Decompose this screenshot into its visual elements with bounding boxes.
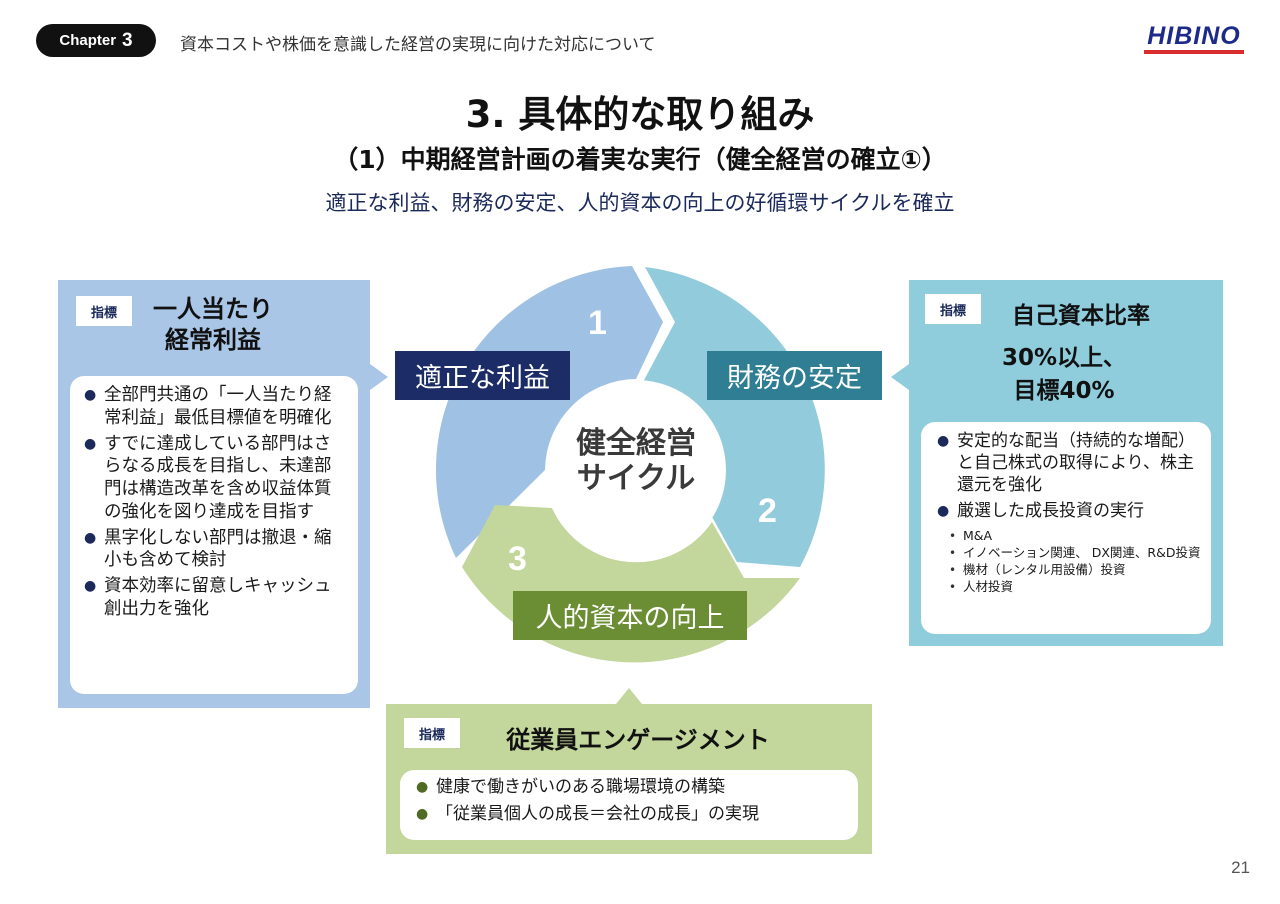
company-logo: HIBINO bbox=[1142, 22, 1246, 58]
right-panel-card: 安定的な配当（持続的な増配）と自己株式の取得により、株主還元を強化 厳選した成長… bbox=[921, 422, 1211, 634]
bottom-panel-title: 従業員エンゲージメント bbox=[506, 726, 770, 754]
bottom-bullet-list: 健康で働きがいのある職場環境の構築 「従業員個人の成長＝会社の成長」の実現 bbox=[416, 776, 846, 825]
cycle-number-3: 3 bbox=[508, 540, 527, 578]
left-panel: 指標 一人当たり 経常利益 全部門共通の「一人当たり経常利益」最低目標値を明確化… bbox=[58, 280, 370, 708]
left-bullet: 資本効率に留意しキャッシュ創出力を強化 bbox=[84, 575, 348, 621]
right-panel-title: 自己資本比率 bbox=[1012, 303, 1150, 329]
bottom-panel-pointer bbox=[616, 688, 642, 704]
bottom-indicator-badge: 指標 bbox=[404, 718, 460, 748]
left-panel-title: 一人当たり 経常利益 bbox=[128, 294, 298, 356]
cycle-center-text: 健全経営 サイクル bbox=[556, 426, 716, 497]
right-panel: 指標 自己資本比率 30%以上、 目標40% 安定的な配当（持続的な増配）と自己… bbox=[909, 280, 1223, 646]
cycle-segment-2 bbox=[643, 267, 825, 567]
cycle-segment-1 bbox=[435, 266, 663, 558]
right-sub-bullet: イノベーション関連、 DX関連、R&D投資 bbox=[945, 545, 1201, 562]
right-indicator-badge: 指標 bbox=[925, 294, 981, 324]
label-financial-stability: 財務の安定 bbox=[707, 351, 882, 400]
center-line-2: サイクル bbox=[576, 461, 696, 497]
cycle-center bbox=[546, 380, 726, 560]
chapter-word: Chapter bbox=[59, 32, 117, 49]
left-title-line-1: 一人当たり bbox=[153, 295, 273, 323]
cycle-number-2: 2 bbox=[758, 492, 777, 530]
right-bullet-list: 安定的な配当（持続的な増配）と自己株式の取得により、株主還元を強化 厳選した成長… bbox=[937, 430, 1201, 522]
logo-text: HIBINO bbox=[1147, 22, 1241, 50]
right-bullet: 厳選した成長投資の実行 bbox=[937, 500, 1201, 522]
right-panel-pointer bbox=[891, 364, 909, 390]
bottom-panel-card: 健康で働きがいのある職場環境の構築 「従業員個人の成長＝会社の成長」の実現 bbox=[400, 770, 858, 840]
right-bullet: 安定的な配当（持続的な増配）と自己株式の取得により、株主還元を強化 bbox=[937, 430, 1201, 496]
page-subtitle: （1）中期経営計画の着実な実行（健全経営の確立①） bbox=[333, 145, 947, 174]
left-bullet-list: 全部門共通の「一人当たり経常利益」最低目標値を明確化 すでに達成している部門はさ… bbox=[84, 384, 348, 621]
left-panel-card: 全部門共通の「一人当たり経常利益」最低目標値を明確化 すでに達成している部門はさ… bbox=[70, 376, 358, 694]
chapter-badge: Chapter 3 bbox=[36, 24, 156, 57]
label-human-capital: 人的資本の向上 bbox=[513, 591, 747, 640]
section-header: 資本コストや株価を意識した経営の実現に向けた対応について bbox=[180, 35, 656, 55]
left-indicator-badge: 指標 bbox=[76, 296, 132, 326]
page-tagline: 適正な利益、財務の安定、人的資本の向上の好循環サイクルを確立 bbox=[325, 191, 955, 215]
left-title-line-2: 経常利益 bbox=[165, 326, 261, 355]
page-number: 21 bbox=[1231, 858, 1250, 877]
logo-underline bbox=[1144, 50, 1244, 54]
cycle-number-1: 1 bbox=[588, 304, 607, 342]
left-panel-pointer bbox=[370, 364, 388, 390]
right-sub-bullet: 人材投資 bbox=[945, 579, 1201, 596]
chapter-number: 3 bbox=[122, 29, 133, 51]
left-bullet: 黒字化しない部門は撤退・縮小も含めて検討 bbox=[84, 527, 348, 573]
right-target-line-1: 30%以上、 bbox=[1001, 345, 1127, 371]
right-target-line-2: 目標40% bbox=[1013, 378, 1115, 405]
center-line-1: 健全経営 bbox=[576, 426, 696, 461]
right-sub-bullet: 機材（レンタル用設備）投資 bbox=[945, 562, 1201, 579]
page-title: 3. 具体的な取り組み bbox=[465, 93, 815, 136]
right-panel-target: 30%以上、 目標40% bbox=[969, 342, 1159, 409]
right-sub-bullet-list: M&A イノベーション関連、 DX関連、R&D投資 機材（レンタル用設備）投資 … bbox=[945, 528, 1201, 596]
right-sub-bullet: M&A bbox=[945, 528, 1201, 545]
left-bullet: すでに達成している部門はさらなる成長を目指し、未達部門は構造改革を含め収益体質の… bbox=[84, 433, 348, 524]
bottom-panel: 指標 従業員エンゲージメント 健康で働きがいのある職場環境の構築 「従業員個人の… bbox=[386, 704, 872, 854]
left-bullet: 全部門共通の「一人当たり経常利益」最低目標値を明確化 bbox=[84, 384, 348, 430]
bottom-bullet: 健康で働きがいのある職場環境の構築 bbox=[416, 776, 846, 798]
bottom-bullet: 「従業員個人の成長＝会社の成長」の実現 bbox=[416, 803, 846, 825]
label-proper-profit: 適正な利益 bbox=[395, 351, 570, 400]
